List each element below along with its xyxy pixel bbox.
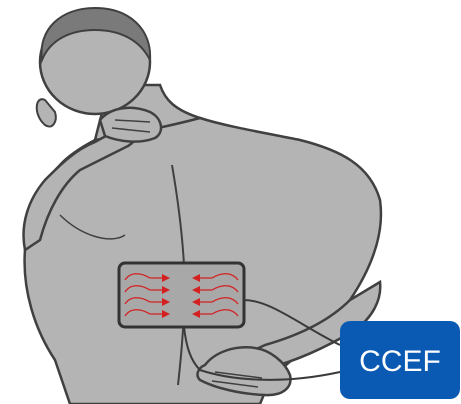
ccef-device: CCEF [340, 321, 460, 399]
device-label: CCEF [359, 345, 441, 378]
left-hand [100, 108, 161, 142]
ear [37, 99, 56, 126]
electrode-pad [119, 263, 244, 327]
